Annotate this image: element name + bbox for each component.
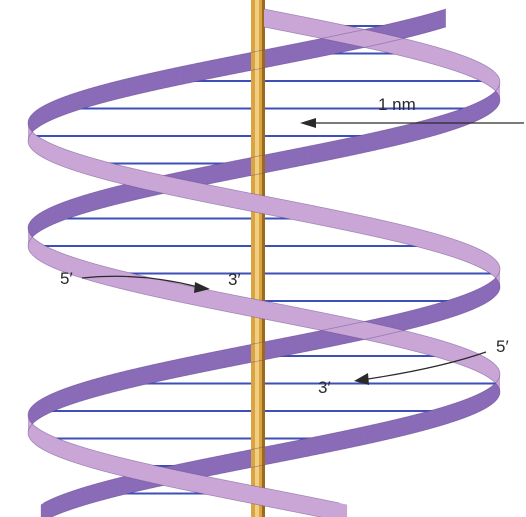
left-arrow-icon (300, 118, 316, 128)
strand2-3-prime-label: 3′ (318, 378, 331, 397)
strand1-5-prime-label: 5′ (60, 269, 73, 288)
strand2-5-prime-label: 5′ (496, 337, 509, 356)
strand-segment (41, 503, 45, 517)
strand-segment (337, 503, 347, 517)
strand1-3-prime-label: 3′ (228, 270, 241, 289)
axis-highlight (255, 0, 259, 517)
scale-label: 1 nm (378, 95, 416, 114)
helix-axis (251, 0, 265, 517)
axis-shadow (262, 0, 265, 517)
